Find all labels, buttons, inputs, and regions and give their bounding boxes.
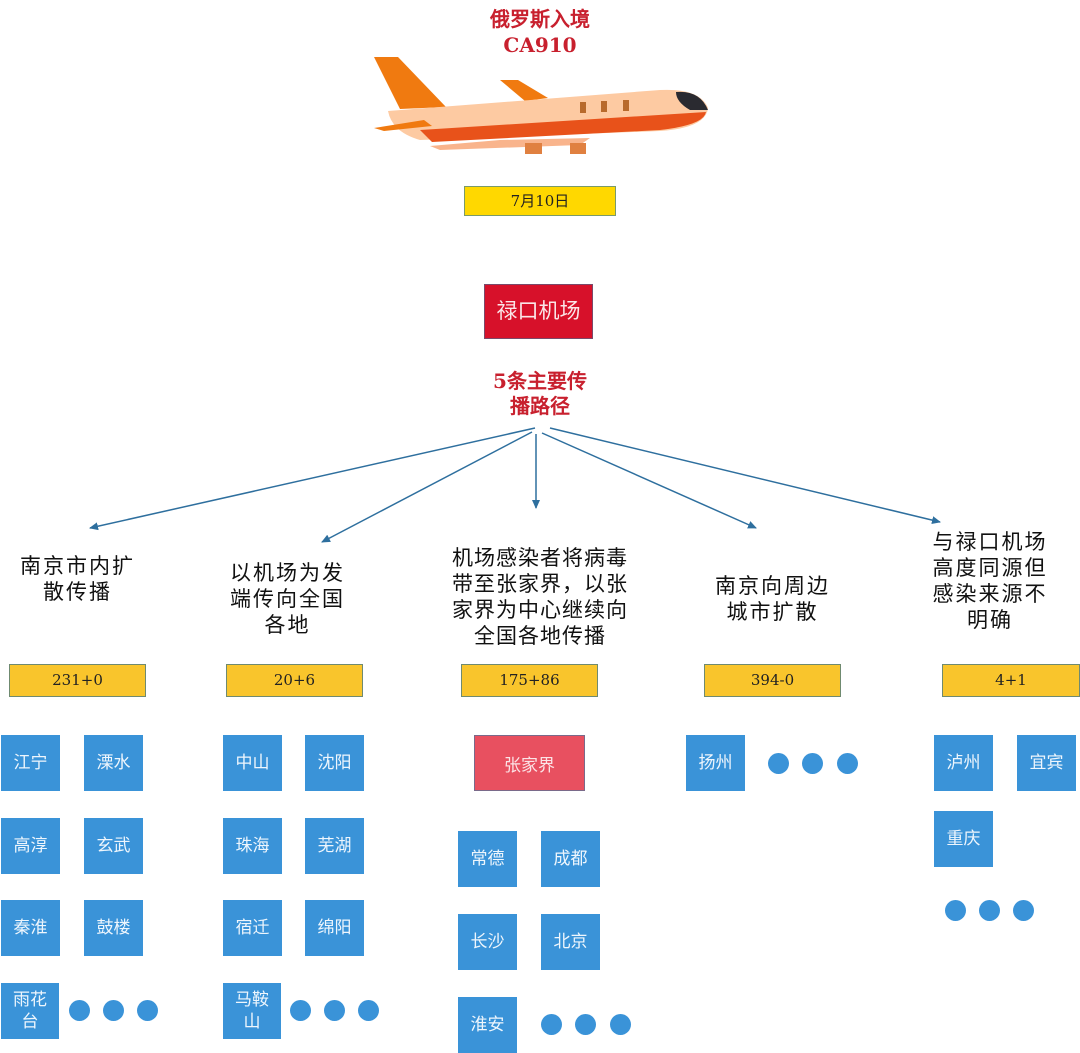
city-box: 扬州: [686, 735, 745, 791]
city-box: 高淳: [1, 818, 60, 874]
route-5-count: 4+1: [942, 664, 1080, 697]
city-box: 宜宾: [1017, 735, 1076, 791]
city-box: 鼓楼: [84, 900, 143, 956]
more-dot-icon: [358, 1000, 379, 1021]
city-box: 长沙: [458, 914, 517, 970]
city-box: 溧水: [84, 735, 143, 791]
desc-line: 高度同源但: [932, 556, 1048, 580]
arrow-route-1: [89, 427, 536, 531]
more-dot-icon: [290, 1000, 311, 1021]
more-dot-icon: [768, 753, 789, 774]
desc-line: 城市扩散: [726, 600, 819, 624]
airport-box: 禄口机场: [484, 284, 593, 339]
city-box: 中山: [223, 735, 282, 791]
desc-line: 带至张家界，以张: [452, 572, 628, 596]
city-box: 北京: [541, 914, 600, 970]
route-2-count: 20+6: [226, 664, 363, 697]
routes-title-line2: 播路径: [510, 394, 570, 418]
more-dot-icon: [69, 1000, 90, 1021]
desc-line: 机场感染者将病毒: [452, 546, 628, 570]
city-box: 淮安: [458, 997, 517, 1053]
city-box: 芜湖: [305, 818, 364, 874]
city-box: 成都: [541, 831, 600, 887]
desc-line: 南京市内扩: [20, 554, 135, 578]
desc-line: 以机场为发: [230, 561, 345, 585]
arrow-route-4: [541, 432, 757, 529]
desc-line: 全国各地传播: [474, 624, 606, 648]
route-1-count: 231+0: [9, 664, 146, 697]
more-dot-icon: [137, 1000, 158, 1021]
route-1-description: 南京市内扩 散传播: [0, 553, 155, 605]
more-dot-icon: [103, 1000, 124, 1021]
more-dot-icon: [575, 1014, 596, 1035]
route-3-description: 机场感染者将病毒 带至张家界，以张 家界为中心继续向 全国各地传播: [430, 545, 650, 649]
routes-title: 5条主要传 播路径: [440, 369, 640, 419]
origin-title: 俄罗斯入境 CA910: [420, 6, 660, 58]
city-box: 马鞍山: [223, 983, 281, 1039]
route-3-count: 175+86: [461, 664, 598, 697]
desc-line: 散传播: [43, 580, 112, 604]
arrow-route-2: [321, 431, 533, 543]
city-box: 沈阳: [305, 735, 364, 791]
city-box: 宿迁: [223, 900, 282, 956]
city-box: 雨花台: [1, 983, 59, 1039]
more-dot-icon: [1013, 900, 1034, 921]
more-dot-icon: [945, 900, 966, 921]
desc-line: 感染来源不: [932, 582, 1048, 606]
city-box: 泸州: [934, 735, 993, 791]
city-box: 江宁: [1, 735, 60, 791]
route-4-count: 394-0: [704, 664, 841, 697]
route-4-description: 南京向周边 城市扩散: [690, 573, 855, 625]
more-dot-icon: [610, 1014, 631, 1035]
city-box: 重庆: [934, 811, 993, 867]
flight-number: CA910: [503, 33, 577, 57]
route-5-description: 与禄口机场 高度同源但 感染来源不 明确: [915, 529, 1065, 633]
more-dot-icon: [324, 1000, 345, 1021]
arrow-route-5: [549, 427, 941, 525]
routes-title-line1: 5条主要传: [493, 369, 587, 393]
city-box: 玄武: [84, 818, 143, 874]
more-dot-icon: [541, 1014, 562, 1035]
hub-box-zhangjiajie: 张家界: [474, 735, 585, 791]
city-box: 绵阳: [305, 900, 364, 956]
origin-label: 俄罗斯入境: [490, 7, 590, 31]
desc-line: 端传向全国: [230, 587, 345, 611]
city-box: 珠海: [223, 818, 282, 874]
more-dot-icon: [979, 900, 1000, 921]
route-2-description: 以机场为发 端传向全国 各地: [210, 560, 365, 638]
date-badge: 7月10日: [464, 186, 616, 216]
desc-line: 南京向周边: [715, 574, 830, 598]
city-box: 秦淮: [1, 900, 60, 956]
city-box: 常德: [458, 831, 517, 887]
desc-line: 明确: [967, 608, 1013, 632]
desc-line: 与禄口机场: [932, 530, 1048, 554]
desc-line: 家界为中心继续向: [452, 598, 628, 622]
more-dot-icon: [802, 753, 823, 774]
desc-line: 各地: [264, 613, 311, 637]
more-dot-icon: [837, 753, 858, 774]
